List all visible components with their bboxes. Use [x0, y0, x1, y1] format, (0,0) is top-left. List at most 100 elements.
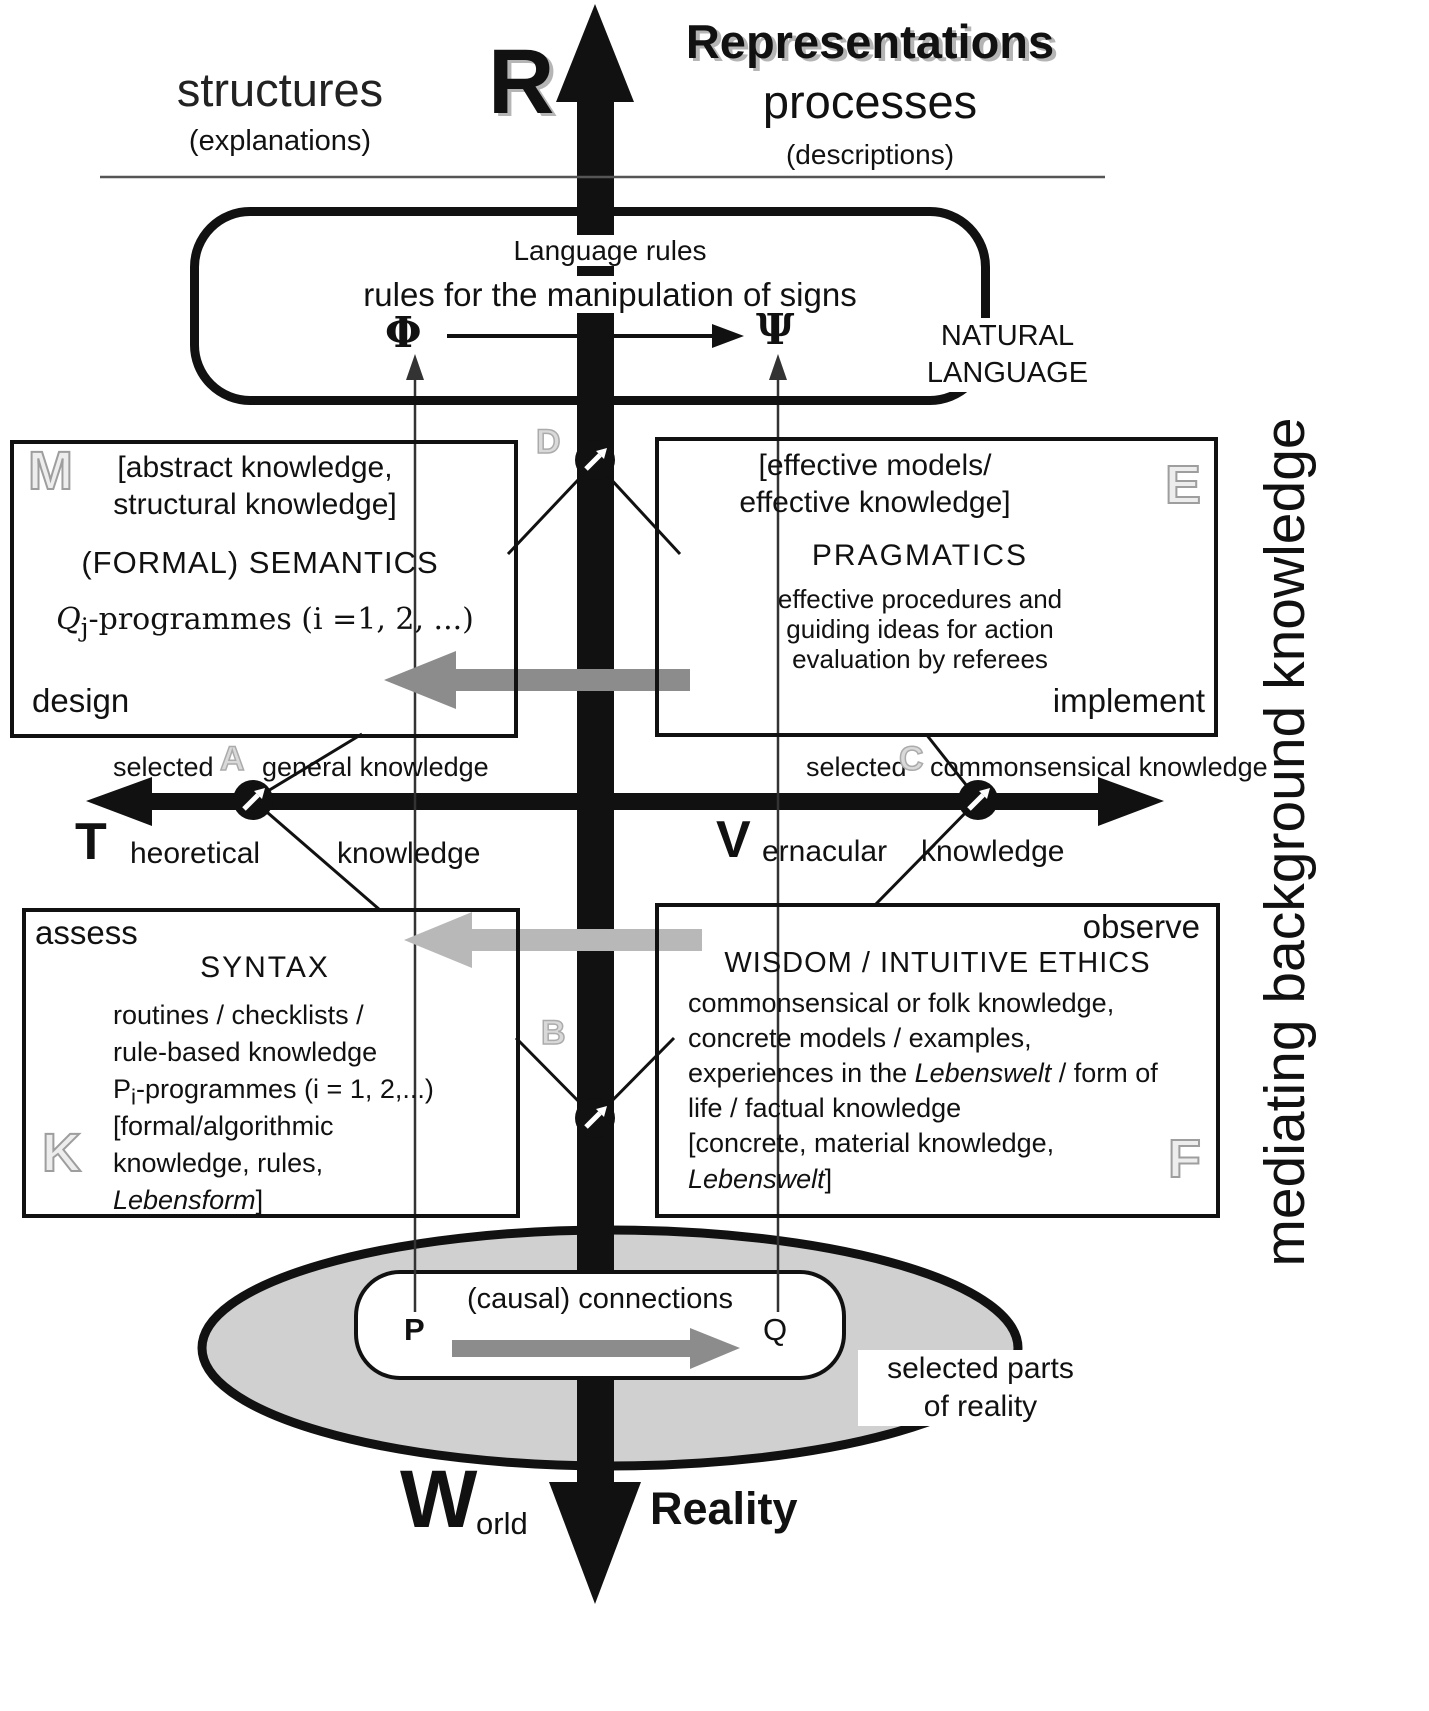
wisdom-box [655, 903, 1220, 1218]
wisdom-bracket-end: ] [824, 1164, 833, 1194]
world-orld-label: orld [476, 1506, 528, 1541]
node-d-icon [575, 440, 615, 480]
psi-symbol: Ψ [756, 305, 795, 354]
language-rules-title: Language rules [340, 234, 880, 267]
knowledge-right-label: knowledge [921, 835, 1065, 868]
language-rules-box [190, 207, 990, 405]
node-a-letter: A [219, 740, 245, 778]
structures-subtitle: (explanations) [188, 125, 372, 157]
node-a-icon [233, 780, 273, 820]
structures-title: structures [176, 63, 384, 116]
vernacular-v-letter: V [716, 811, 751, 869]
causal-connections-label: (causal) connections [380, 1282, 820, 1316]
pragmatics-bracket-line2: effective knowledge] [739, 486, 1011, 519]
syntax-letter: K [41, 1123, 82, 1183]
wisdom-body3-pre: experiences in the [688, 1058, 915, 1088]
language-rules-subtitle: rules for the manipulation of signs [290, 276, 930, 315]
wisdom-body-line1: commonsensical or folk knowledge, [688, 988, 1115, 1018]
pragmatics-title: PRAGMATICS [811, 539, 1029, 572]
phi-p-line [406, 354, 424, 1312]
general-knowledge-label: general knowledge [262, 752, 489, 782]
semantics-formula-rest: -programmes (i =1, 2, ...) [88, 602, 474, 637]
wisdom-body3-post: / form of [1051, 1058, 1158, 1088]
horizontal-arrow-right-head [1098, 777, 1164, 826]
vertical-arrow-up-head [556, 4, 634, 102]
wisdom-body-line2: concrete models / examples, [688, 1023, 1032, 1053]
processes-subtitle: (descriptions) [785, 139, 955, 170]
theoretical-label: heoretical [130, 837, 261, 870]
q-label: Q [763, 1312, 788, 1347]
pragmatics-body-line2: guiding ideas for action [786, 614, 1054, 644]
wisdom-bracket-lebenswelt: Lebenswelt [688, 1164, 825, 1194]
knowledge-left-label: knowledge [337, 837, 481, 870]
processes-title: processes [762, 75, 978, 128]
syntax-lebensform: Lebensform [113, 1185, 256, 1215]
vertical-arrow-shaft [577, 96, 614, 1488]
implement-label: implement [1052, 682, 1205, 719]
semantics-bracket-line1: [abstract knowledge, [117, 451, 393, 484]
node-b-icon [575, 1098, 615, 1138]
syntax-body-line1: routines / checklists / [113, 1000, 364, 1030]
observe-label: observe [1082, 908, 1200, 945]
phi-symbol: Φ [385, 308, 422, 357]
mediating-background-knowledge-label: mediating background knowledge [1253, 417, 1317, 1267]
semantics-box [10, 440, 518, 738]
wisdom-body-line3: experiences in the Lebenswelt / form of [688, 1058, 1158, 1090]
syntax-body-line4: [formal/algorithmic [113, 1111, 334, 1141]
semantics-formula-q: Q [56, 602, 81, 637]
commonsensical-knowledge-label: commonsensical knowledge [930, 752, 1268, 782]
representations-title: Representations [685, 15, 1055, 68]
wisdom-title: WISDOM / INTUITIVE ETHICS [724, 947, 1151, 979]
syntax-body-line6: Lebensform] [113, 1185, 263, 1217]
psi-line-up-head [769, 354, 787, 380]
syntax-p-sub: i [131, 1084, 137, 1110]
syntax-title: SYNTAX [200, 951, 330, 984]
vernacular-label: ernacular [762, 835, 888, 868]
phi-to-psi-arrow [447, 324, 744, 348]
wisdom-bracket-line1: [concrete, material knowledge, [688, 1128, 1055, 1158]
horizontal-arrow-shaft [135, 793, 1110, 810]
observe-to-assess-arrow [404, 912, 702, 968]
node-d-letter: D [535, 423, 561, 461]
assess-label: assess [35, 914, 138, 951]
syntax-p-rest: -programmes (i = 1, 2,...) [136, 1074, 434, 1104]
node-c-icon [958, 780, 998, 820]
implement-to-design-arrow [384, 651, 690, 709]
horizontal-axis-arrow [86, 777, 1164, 826]
vertical-arrow-down-head [549, 1482, 641, 1604]
pragmatics-bracket-line1: [effective models/ [758, 449, 992, 482]
semantics-formula-sub: j [80, 613, 89, 642]
p-label: P [404, 1312, 425, 1347]
semantics-formula: Qj-programmes (i =1, 2, ...) [30, 602, 500, 643]
syntax-p: P [113, 1074, 132, 1104]
reality-label: Reality [650, 1483, 798, 1534]
syntax-box [22, 908, 520, 1218]
syntax-body-line2: rule-based knowledge [113, 1037, 378, 1067]
semantics-bracket-line2: structural knowledge] [113, 488, 397, 521]
theoretical-t-letter: T [75, 813, 107, 871]
psi-q-line [769, 354, 787, 1312]
wisdom-letter: F [1167, 1129, 1202, 1189]
syntax-lebensform-end: ] [255, 1185, 264, 1215]
selected-left-label: selected [113, 752, 214, 782]
p-to-q-arrow [452, 1328, 740, 1369]
selected-right-label: selected [806, 752, 907, 782]
syntax-body-line3: Pi-programmes (i = 1, 2,...) [113, 1074, 434, 1111]
pragmatics-body-line1: effective procedures and [777, 584, 1063, 614]
design-label: design [32, 682, 130, 719]
wisdom-body-line4: life / factual knowledge [688, 1093, 962, 1123]
wisdom-lebenswelt: Lebenswelt [914, 1058, 1052, 1088]
node-c-letter: C [898, 740, 924, 778]
horizontal-arrow-left-head [86, 777, 152, 826]
pragmatics-body-line3: evaluation by referees [792, 644, 1048, 674]
semantics-title: (FORMAL) SEMANTICS [81, 545, 439, 580]
semantics-letter: M [27, 441, 74, 501]
vertical-axis-arrow [549, 4, 641, 1604]
pragmatics-letter: E [1164, 455, 1202, 515]
pragmatics-box [655, 437, 1218, 737]
wisdom-bracket-line2: Lebenswelt] [688, 1164, 832, 1196]
